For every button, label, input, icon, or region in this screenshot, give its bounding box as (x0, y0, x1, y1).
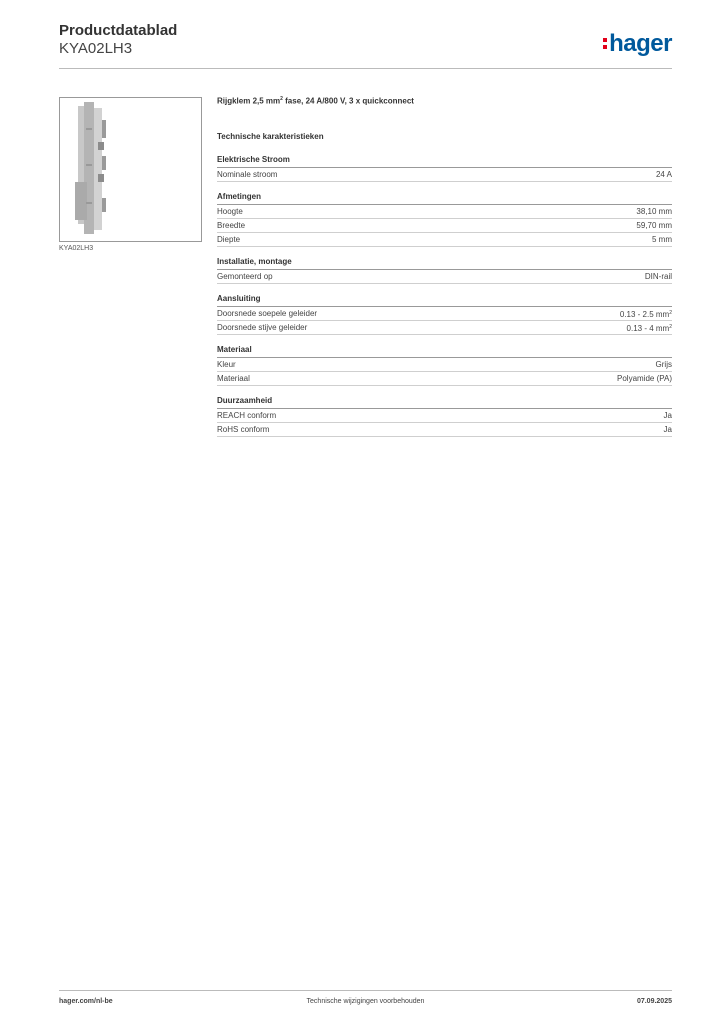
spec-row: Nominale stroom 24 A (217, 168, 672, 182)
logo-dots-icon (603, 36, 608, 50)
spec-label: RoHS conform (217, 424, 270, 434)
spec-label: Nominale stroom (217, 169, 278, 179)
spec-value: Grijs (655, 359, 672, 369)
spec-label: Materiaal (217, 373, 250, 383)
spec-row: Materiaal Polyamide (PA) (217, 372, 672, 386)
spec-row: Diepte 5 mm (217, 233, 672, 247)
product-code: KYA02LH3 (59, 40, 133, 57)
page-footer: hager.com/nl-be Technische wijzigingen v… (59, 998, 672, 1010)
product-description: Rijgklem 2,5 mm2 fase, 24 A/800 V, 3 x q… (217, 96, 414, 106)
spec-value: 0.13 - 4 mm2 (626, 323, 672, 333)
spec-row: RoHS conform Ja (217, 423, 672, 437)
spec-label: Diepte (217, 234, 241, 244)
footer-divider (59, 990, 672, 991)
spec-value: Polyamide (PA) (617, 373, 672, 383)
spec-row: REACH conform Ja (217, 409, 672, 423)
spec-row: Breedte 59,70 mm (217, 219, 672, 233)
tech-characteristics-title: Technische karakteristieken (217, 131, 324, 141)
spec-row: Kleur Grijs (217, 358, 672, 372)
spec-row: Doorsnede soepele geleider 0.13 - 2.5 mm2 (217, 307, 672, 321)
image-caption: KYA02LH3 (59, 245, 94, 252)
spec-content: Rijgklem 2,5 mm2 fase, 24 A/800 V, 3 x q… (217, 96, 672, 447)
spec-label: Doorsnede soepele geleider (217, 308, 318, 318)
page-header: Productdatablad KYA02LH3 hager (59, 22, 672, 68)
product-image (59, 97, 202, 242)
spec-value: 38,10 mm (636, 206, 672, 216)
section-title: Duurzaamheid (217, 396, 672, 409)
spec-value: 24 A (655, 169, 672, 179)
spec-value: 0.13 - 2.5 mm2 (619, 309, 672, 319)
spec-row: Hoogte 38,10 mm (217, 205, 672, 219)
spec-label: Kleur (217, 359, 236, 369)
spec-label: Breedte (217, 220, 246, 230)
page-title: Productdatablad (59, 22, 178, 39)
header-divider (59, 68, 672, 69)
section-title: Afmetingen (217, 192, 672, 205)
section-title: Installatie, montage (217, 257, 672, 270)
spec-value: Ja (663, 424, 672, 434)
footer-website[interactable]: hager.com/nl-be (59, 998, 113, 1005)
spec-label: Gemonteerd op (217, 271, 273, 281)
section-title: Elektrische Stroom (217, 155, 672, 168)
spec-label: Doorsnede stijve geleider (217, 322, 308, 332)
spec-value: 5 mm (652, 234, 672, 244)
spec-value: 59,70 mm (636, 220, 672, 230)
spec-value: DIN-rail (644, 271, 672, 281)
footer-date: 07.09.2025 (636, 998, 672, 1005)
spec-row: Gemonteerd op DIN-rail (217, 270, 672, 284)
spec-label: REACH conform (217, 410, 277, 420)
terminal-block-illustration (75, 102, 106, 234)
section-title: Materiaal (217, 345, 672, 358)
spec-label: Hoogte (217, 206, 243, 216)
section-title: Aansluiting (217, 294, 672, 307)
footer-notice: Technische wijzigingen voorbehouden (306, 998, 425, 1005)
spec-row: Doorsnede stijve geleider 0.13 - 4 mm2 (217, 321, 672, 335)
spec-value: Ja (663, 410, 672, 420)
hager-logo: hager (603, 30, 672, 58)
logo-text: hager (609, 30, 672, 57)
